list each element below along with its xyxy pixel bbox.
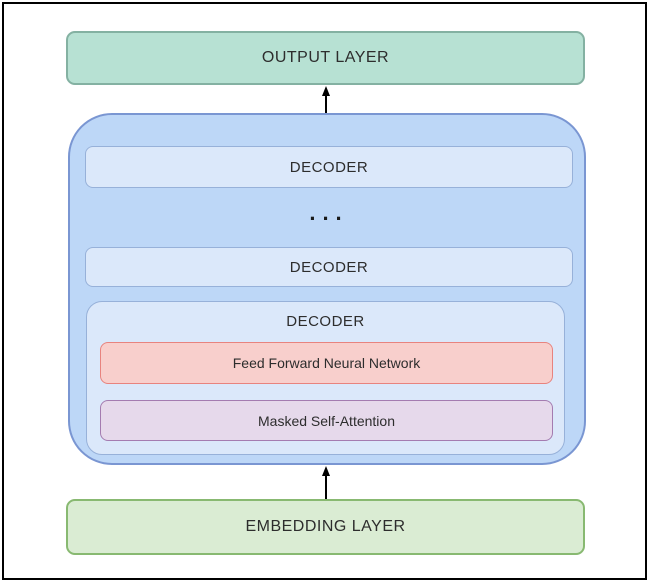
embedding-layer-box: EMBEDDING LAYER [66, 499, 585, 555]
decoder-box-top: DECODER [85, 146, 573, 188]
masked-self-attention-label: Masked Self-Attention [258, 412, 395, 429]
up-arrow-icon [319, 466, 333, 499]
ellipsis-dots: ... [85, 193, 573, 233]
decoder-stack-container: DECODER ... DECODER DECODER Feed Forward… [68, 113, 586, 465]
arrow-shaft [325, 96, 327, 113]
masked-self-attention-box: Masked Self-Attention [100, 400, 553, 441]
arrow-shaft [325, 476, 327, 499]
decoder-box-middle: DECODER [85, 247, 573, 287]
feed-forward-box: Feed Forward Neural Network [100, 342, 553, 384]
up-arrow-icon [319, 86, 333, 113]
output-layer-label: OUTPUT LAYER [261, 49, 390, 66]
decoder-expanded-box: DECODER Feed Forward Neural Network Mask… [86, 301, 565, 455]
output-layer-box: OUTPUT LAYER [66, 31, 585, 85]
embedding-layer-label: EMBEDDING LAYER [245, 518, 406, 535]
arrowhead-icon [322, 86, 330, 96]
feed-forward-label: Feed Forward Neural Network [232, 355, 421, 371]
decoder-expanded-label: DECODER [286, 313, 365, 330]
decoder-middle-label: DECODER [289, 258, 369, 276]
ellipsis-label: ... [309, 200, 349, 225]
decoder-top-label: DECODER [289, 158, 369, 176]
arrowhead-icon [322, 466, 330, 476]
